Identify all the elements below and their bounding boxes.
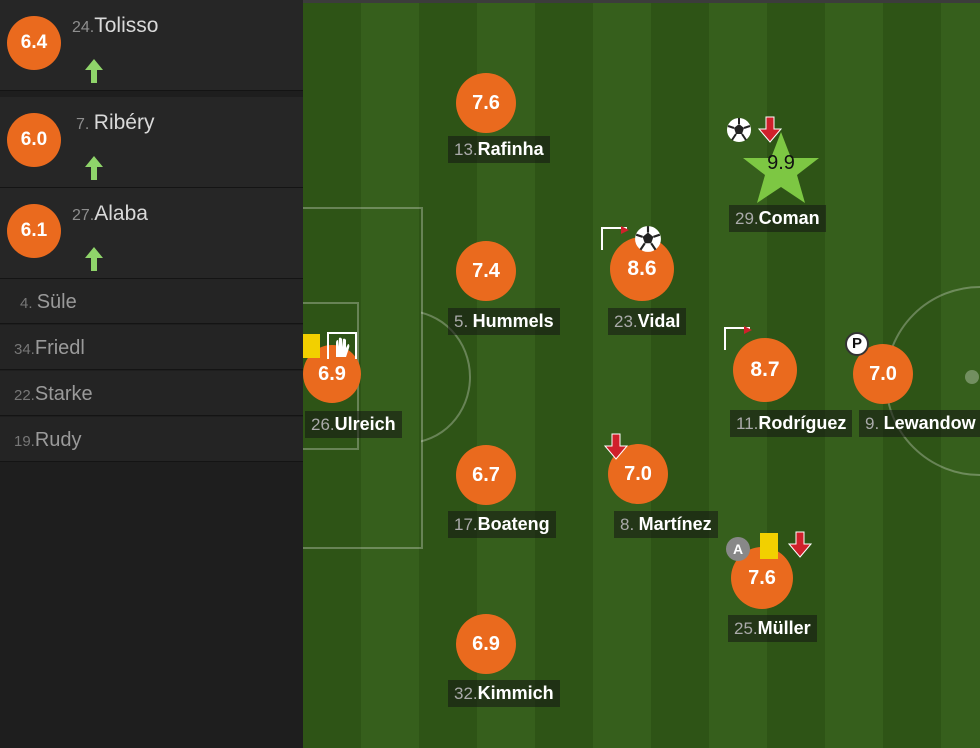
substitutes-panel: 6.4 24.Tolisso 6.0 7. Ribéry 6.1 27.Alab… (0, 0, 303, 748)
player-rating-badge: 8.7 (733, 338, 797, 402)
sub-out-arrow-icon (788, 531, 812, 558)
goal-ball-icon (635, 226, 661, 252)
goal-ball-icon (727, 118, 751, 142)
player-name: Rodríguez (758, 413, 847, 433)
substitute-row-ribery[interactable]: 6.0 7. Ribéry (0, 97, 303, 188)
player-name: Müller (757, 618, 811, 638)
player-rating-badge: 7.0 (853, 344, 913, 404)
sub-out-arrow-icon (758, 116, 782, 143)
player-name: Vidal (637, 311, 681, 331)
bench-row-friedl[interactable]: 34.Friedl (0, 325, 303, 370)
player-rating-badge: 6.7 (456, 445, 516, 505)
sub-in-arrow-icon (85, 156, 103, 180)
player-name: Martínez (638, 514, 712, 534)
player-rating-badge: 6.0 (7, 113, 61, 167)
player-name: Kimmich (477, 683, 554, 703)
yellow-card-icon (303, 334, 320, 358)
star-icon (743, 132, 819, 203)
player-number: 25. (734, 619, 758, 638)
player-rating-badge: 6.1 (7, 204, 61, 258)
player-number: 4. (20, 295, 33, 312)
player-rating-badge: 6.9 (456, 614, 516, 674)
bench-row-starke[interactable]: 22.Starke (0, 371, 303, 416)
player-name: Rudy (34, 429, 82, 451)
player-number: 34. (14, 341, 35, 358)
player-name: Boateng (477, 514, 550, 534)
sub-in-arrow-icon (85, 59, 103, 83)
pitch: 7.6 13.Rafinha 9.9 29.Coman 7.4 5. Humme… (303, 0, 980, 748)
player-number: 13. (454, 140, 478, 159)
goalkeeper-save-icon (327, 332, 357, 359)
yellow-card-icon (760, 533, 778, 559)
player-name: Alaba (94, 202, 148, 225)
player-name: Friedl (34, 337, 85, 359)
corner-flag-icon (724, 326, 752, 350)
player-number: 8. (620, 515, 635, 534)
sub-out-arrow-icon (604, 433, 628, 460)
player-rating-badge: 7.6 (456, 73, 516, 133)
bench-row-rudy[interactable]: 19.Rudy (0, 417, 303, 462)
substitute-row-alaba[interactable]: 6.1 27.Alaba (0, 188, 303, 279)
center-spot (965, 370, 979, 384)
player-name: Hummels (472, 311, 554, 331)
player-number: 7. (76, 116, 90, 133)
assist-icon: A (726, 537, 750, 561)
player-rating-badge: 6.4 (7, 16, 61, 70)
bench-row-sule[interactable]: 4. Süle (0, 279, 303, 324)
player-name: Lewandow (883, 413, 976, 433)
player-name: Coman (758, 208, 820, 228)
substitute-row-tolisso[interactable]: 6.4 24.Tolisso (0, 0, 303, 91)
player-number: 5. (454, 312, 469, 331)
player-number: 9. (865, 414, 880, 433)
pitch-top-border (303, 0, 980, 3)
player-number: 26. (311, 415, 335, 434)
corner-flag-icon (601, 226, 629, 250)
player-number: 23. (614, 312, 638, 331)
player-rating-badge: 9.9 (767, 152, 795, 174)
player-number: 11. (736, 414, 759, 433)
player-number: 22. (14, 387, 35, 404)
player-number: 17. (454, 515, 478, 534)
player-name: Süle (36, 291, 77, 313)
player-number: 32. (454, 684, 478, 703)
player-name: Rafinha (477, 139, 544, 159)
player-number: 24. (72, 19, 95, 36)
sub-in-arrow-icon (85, 247, 103, 271)
player-name: Ulreich (334, 414, 396, 434)
player-name: Starke (34, 383, 93, 405)
player-number: 29. (735, 209, 759, 228)
player-number: 19. (14, 433, 35, 450)
player-name: Ribéry (93, 111, 155, 134)
penalty-icon: P (845, 332, 869, 356)
player-name: Tolisso (94, 14, 159, 37)
player-rating-badge: 7.4 (456, 241, 516, 301)
player-number: 27. (72, 207, 95, 224)
